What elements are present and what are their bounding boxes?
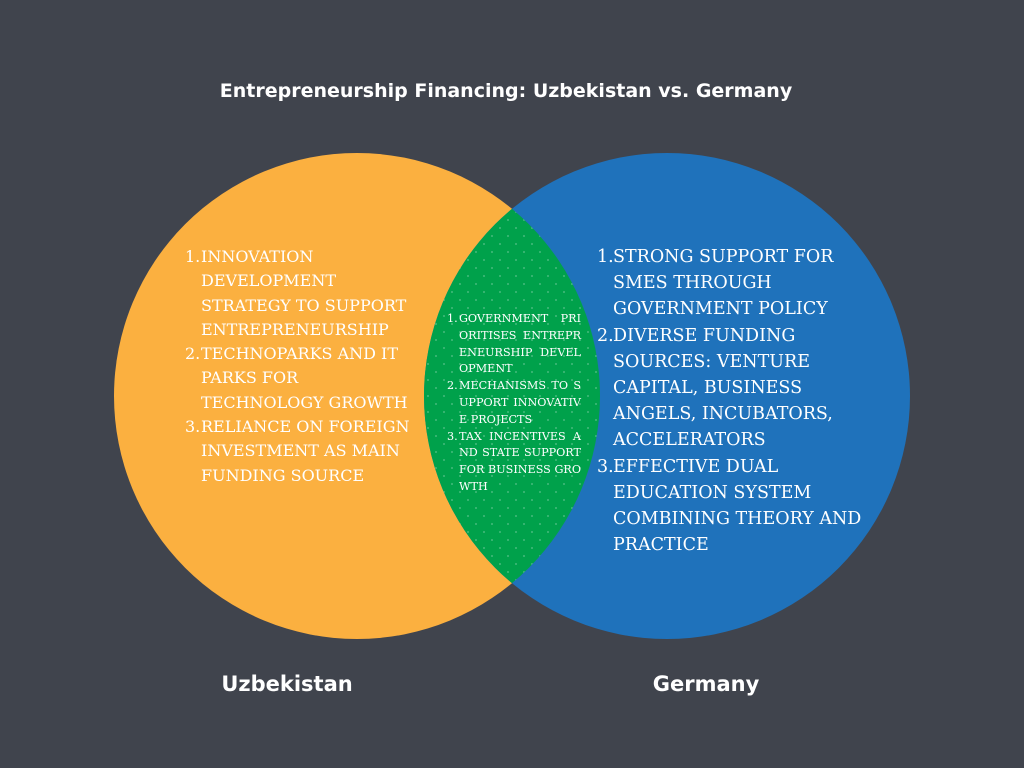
item-number: 1. xyxy=(447,312,458,325)
item-number: 3. xyxy=(185,417,201,437)
list-item: 2.Mechanisms to support innovative proje… xyxy=(447,378,581,428)
item-number: 2. xyxy=(185,344,201,364)
item-text: Strong support for SMEs through governme… xyxy=(613,247,834,320)
list-item: 1.Government prioritises entrepreneurshi… xyxy=(447,311,581,378)
item-text: Diverse funding sources: venture capital… xyxy=(613,325,833,451)
list-item: 3.Effective dual education system combin… xyxy=(597,454,879,559)
shared-list: 1.Government prioritises entrepreneurshi… xyxy=(447,311,581,496)
item-number: 3. xyxy=(447,429,458,443)
uzbekistan-list: 1.Innovation development strategy to sup… xyxy=(185,245,415,488)
item-text: Mechanisms to support innovative project… xyxy=(459,379,581,426)
diagram-title: Entrepreneurship Financing: Uzbekistan v… xyxy=(219,80,793,102)
list-item: 3.Reliance on foreign investment as main… xyxy=(185,415,415,488)
item-number: 3. xyxy=(597,456,614,477)
item-text: Effective dual education system combinin… xyxy=(613,456,862,556)
item-number: 1. xyxy=(185,247,201,266)
item-number: 1. xyxy=(597,247,614,267)
item-text: Reliance on foreign investment as main f… xyxy=(201,417,410,485)
item-text: Innovation development strategy to suppo… xyxy=(201,247,407,339)
list-item: 3.Tax incentives and state support for b… xyxy=(447,429,581,496)
item-text: Technoparks and IT parks for technology … xyxy=(201,344,408,412)
item-text: Tax incentives and state support for bus… xyxy=(459,429,581,493)
item-number: 2. xyxy=(597,325,614,346)
item-text: Government prioritises entrepreneurship … xyxy=(459,312,581,376)
uzbekistan-label: Uzbekistan xyxy=(221,672,353,696)
list-item: 2.Diverse funding sources: venture capit… xyxy=(597,323,879,454)
germany-label: Germany xyxy=(652,672,760,696)
germany-list: 1.Strong support for SMEs through govern… xyxy=(597,244,879,558)
item-number: 2. xyxy=(447,379,458,393)
list-item: 2.Technoparks and IT parks for technolog… xyxy=(185,342,415,415)
list-item: 1.Innovation development strategy to sup… xyxy=(185,245,415,342)
overlap-region xyxy=(424,153,600,639)
list-item: 1.Strong support for SMEs through govern… xyxy=(597,244,879,323)
